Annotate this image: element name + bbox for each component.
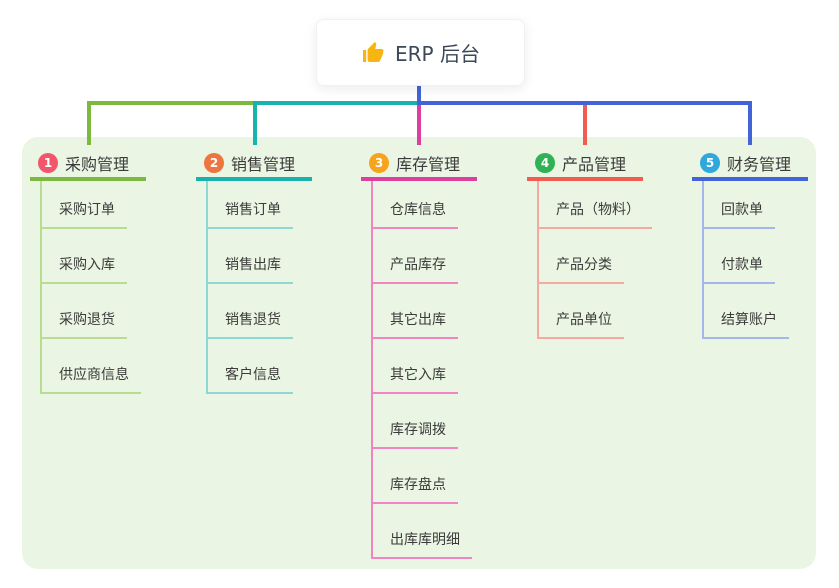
leaf-node[interactable]: 产品（物料）	[539, 181, 652, 229]
leaf-node[interactable]: 其它入库	[373, 339, 458, 394]
badge-number-2: 2	[204, 152, 224, 173]
drop-line-purchase	[87, 101, 91, 145]
subtree-sales: 销售订单 销售出库 销售退货 客户信息	[206, 181, 293, 394]
branch-label: 产品管理	[562, 154, 627, 174]
connector-segment-purchase	[87, 101, 255, 105]
subtree-inventory: 仓库信息 产品库存 其它出库 其它入库 库存调拨 库存盘点 出库库明细	[371, 181, 472, 559]
leaf-node[interactable]: 产品单位	[539, 284, 624, 339]
branch-label: 采购管理	[65, 154, 130, 174]
drop-line-sales	[253, 101, 257, 145]
leaf-node[interactable]: 销售退货	[208, 284, 293, 339]
badge-number-3: 3	[369, 152, 389, 173]
leaf-node[interactable]: 付款单	[704, 229, 775, 284]
branch-node-sales[interactable]: 2 销售管理	[196, 148, 312, 181]
thumbs-up-icon	[361, 41, 385, 65]
leaf-node[interactable]: 出库库明细	[373, 504, 472, 559]
branch-node-inventory[interactable]: 3 库存管理	[361, 148, 477, 181]
leaf-node[interactable]: 销售出库	[208, 229, 293, 284]
root-node-erp[interactable]: ERP 后台	[316, 19, 525, 86]
drop-line-inventory	[417, 105, 421, 145]
connector-segment-sales	[253, 101, 419, 105]
leaf-node[interactable]: 采购入库	[42, 229, 127, 284]
leaf-node[interactable]: 采购订单	[42, 181, 127, 229]
root-node-label: ERP 后台	[395, 42, 480, 66]
badge-number-1: 1	[38, 152, 58, 173]
leaf-node[interactable]: 客户信息	[208, 339, 293, 394]
branch-label: 销售管理	[231, 154, 296, 174]
branch-label: 库存管理	[396, 154, 461, 174]
leaf-node[interactable]: 仓库信息	[373, 181, 458, 229]
drop-line-finance	[748, 101, 752, 145]
leaf-node[interactable]: 供应商信息	[42, 339, 141, 394]
leaf-node[interactable]: 产品库存	[373, 229, 458, 284]
branch-node-purchase[interactable]: 1 采购管理	[30, 148, 146, 181]
connector-segment-finance	[417, 101, 752, 105]
badge-number-4: 4	[535, 152, 555, 173]
drop-line-product	[583, 105, 587, 145]
leaf-node[interactable]: 库存调拨	[373, 394, 458, 449]
leaf-node[interactable]: 其它出库	[373, 284, 458, 339]
branches-background-panel	[22, 137, 816, 569]
root-connector-line	[417, 84, 421, 105]
subtree-finance: 回款单 付款单 结算账户	[702, 181, 789, 339]
branch-node-finance[interactable]: 5 财务管理	[692, 148, 808, 181]
subtree-product: 产品（物料） 产品分类 产品单位	[537, 181, 652, 339]
leaf-node[interactable]: 采购退货	[42, 284, 127, 339]
branch-label: 财务管理	[727, 154, 792, 174]
leaf-node[interactable]: 产品分类	[539, 229, 624, 284]
badge-number-5: 5	[700, 152, 720, 173]
leaf-node[interactable]: 回款单	[704, 181, 775, 229]
leaf-node[interactable]: 结算账户	[704, 284, 789, 339]
leaf-node[interactable]: 销售订单	[208, 181, 293, 229]
subtree-purchase: 采购订单 采购入库 采购退货 供应商信息	[40, 181, 141, 394]
leaf-node[interactable]: 库存盘点	[373, 449, 458, 504]
branch-node-product[interactable]: 4 产品管理	[527, 148, 643, 181]
